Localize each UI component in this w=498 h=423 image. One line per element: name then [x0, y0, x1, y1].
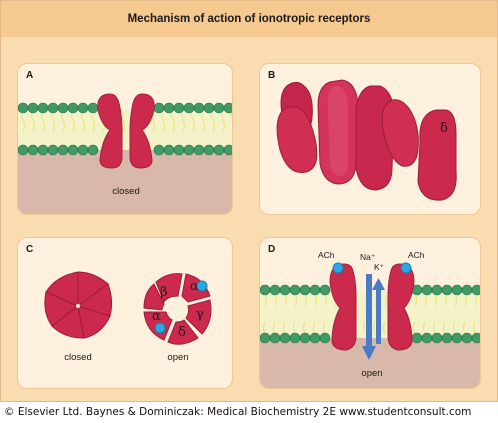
cytoplasm-region: [18, 150, 232, 214]
lipid-heads-bottom: [18, 144, 232, 156]
ach-label-right: ACh: [408, 250, 425, 260]
ach-label-left: ACh: [318, 250, 335, 260]
panel-d-graphic: ACh ACh Na⁺ K⁺: [260, 250, 480, 388]
receptor-right-half: [129, 93, 155, 169]
subunit-beta: β: [160, 285, 168, 300]
ach-binding-site-1: [196, 280, 208, 292]
copyright-notice: © Elsevier Ltd. Baynes & Dominiczak: Med…: [4, 406, 472, 418]
panel-c-graphic: β α γ δ α: [44, 271, 212, 345]
panel-b-graphic: δ: [276, 79, 457, 201]
subunit-left-front: [276, 106, 318, 174]
figure: Mechanism of action of ionotropic recept…: [0, 0, 498, 402]
k-efflux-arrow: [372, 278, 385, 344]
figure-title: Mechanism of action of ionotropic recept…: [127, 13, 371, 25]
na-influx-arrow: [362, 274, 376, 360]
lipid-heads-top: [260, 284, 480, 296]
subunit-delta: [417, 109, 457, 201]
lipid-heads-top: [18, 102, 232, 114]
open-pentamer: [143, 273, 212, 345]
ach-bound-right: [400, 262, 412, 274]
panel-b: B δ: [259, 63, 481, 215]
subunit-gamma: γ: [196, 307, 204, 322]
subunit-delta: δ: [178, 325, 186, 340]
panel-a-graphic: [18, 93, 232, 214]
panel-c: C β α γ δ α: [17, 237, 233, 389]
panel-a: A closed: [17, 63, 233, 215]
panel-d-label: D: [268, 244, 276, 255]
subunit-center: [317, 79, 359, 185]
receptor-right-half: [387, 263, 415, 351]
subunit-right-front: [381, 99, 419, 167]
receptor-left-half: [329, 263, 357, 351]
closed-pentamer: [44, 271, 113, 339]
panel-a-label: A: [26, 70, 34, 81]
title-bar: Mechanism of action of ionotropic recept…: [1, 1, 497, 37]
receptor-left-half: [97, 93, 123, 169]
panel-c-closed-caption: closed: [64, 352, 92, 363]
delta-label: δ: [440, 121, 448, 136]
subunit-alpha-2: α: [152, 309, 161, 324]
panel-c-open-caption: open: [167, 352, 189, 363]
subunit-alpha-1: α: [190, 279, 199, 294]
panel-d: D: [259, 237, 481, 389]
na-label: Na⁺: [360, 252, 376, 262]
panel-c-label: C: [26, 244, 34, 255]
panel-a-caption: closed: [112, 186, 140, 197]
panel-d-caption: open: [361, 368, 383, 379]
panel-b-label: B: [268, 70, 276, 81]
ach-bound-left: [332, 262, 344, 274]
k-label: K⁺: [374, 262, 385, 272]
ach-binding-site-2: [154, 322, 166, 334]
